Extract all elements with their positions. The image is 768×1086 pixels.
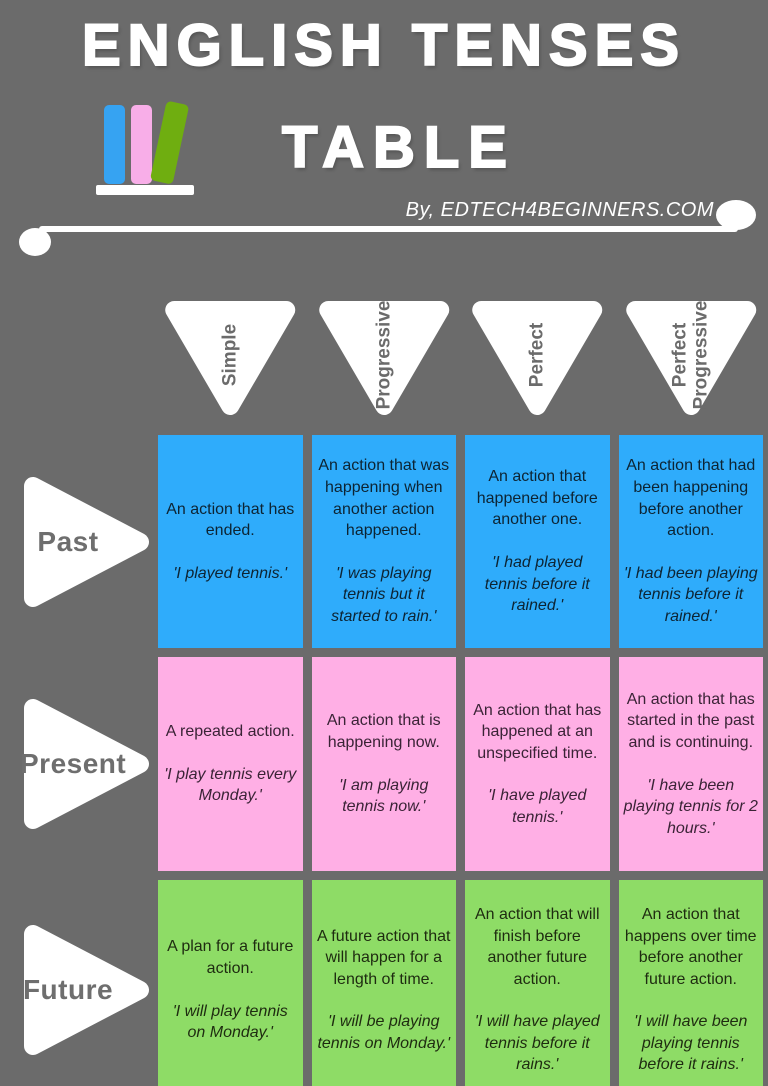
cell-example: 'I will play tennis on Monday.' [172, 1002, 288, 1042]
row-label-present: Present [0, 657, 149, 871]
cell-example: 'I will have been playing tennis before … [634, 1013, 748, 1074]
row-label-text: Present [20, 748, 127, 779]
cell-description: An action that has started in the past a… [626, 690, 755, 751]
row-label-future: Future [0, 880, 149, 1086]
cell-example: 'I had been playing tennis before it rai… [623, 564, 758, 625]
triangle-down-icon [472, 301, 603, 415]
column-headers: Simple Progressive Perfect Perfect Progr… [0, 298, 763, 420]
cell-example: 'I have been playing tennis for 2 hours.… [623, 776, 758, 837]
page-subtitle: TABLE [281, 114, 516, 181]
triangle-down-icon [165, 301, 296, 415]
cell-example: 'I play tennis every Monday.' [164, 765, 297, 805]
cell-example: 'I was playing tennis but it started to … [331, 564, 437, 625]
cell-present-perfect-progressive: An action that has started in the past a… [618, 657, 763, 871]
cell-present-progressive: An action that is happening now. 'I am p… [311, 657, 456, 871]
cell-present-perfect: An action that has happened at an unspec… [465, 657, 610, 871]
cell-example: 'I played tennis.' [173, 564, 288, 582]
triangle-right-icon [24, 476, 149, 607]
triangle-down-icon [625, 301, 756, 415]
cell-description: A future action that will happen for a l… [317, 927, 451, 988]
cell-present-simple: A repeated action. 'I play tennis every … [158, 657, 303, 871]
cell-example: 'I had played tennis before it rained.' [484, 554, 590, 615]
cell-future-simple: A plan for a future action. 'I will play… [158, 880, 303, 1086]
divider-line [19, 200, 756, 256]
tenses-table: Past An action that has ended. 'I played… [0, 435, 763, 1086]
byline: By, EDTECH4BEGINNERS.COM [405, 199, 714, 221]
triangle-down-icon [318, 301, 449, 415]
cell-past-progressive: An action that was happening when anothe… [311, 435, 456, 648]
cell-example: 'I have played tennis.' [488, 787, 587, 826]
cell-description: An action that happens over time before … [624, 905, 757, 988]
cell-description: An action that will finish before anothe… [474, 905, 600, 988]
row-label-text: Future [22, 974, 114, 1005]
cell-example: 'I will be playing tennis on Monday.' [317, 1013, 451, 1052]
cell-example: 'I will have played tennis before it rai… [474, 1013, 600, 1074]
column-header-label: Perfect [526, 323, 548, 388]
cell-example: 'I am playing tennis now.' [339, 776, 429, 816]
triangle-right-icon [24, 699, 149, 829]
cell-description: An action that was happening when anothe… [318, 457, 450, 540]
cell-description: An action that is happening now. [326, 712, 441, 751]
page-title: ENGLISH TENSES [81, 12, 686, 79]
row-label-past: Past [0, 435, 149, 648]
cell-future-perfect-progressive: An action that happens over time before … [618, 880, 763, 1086]
corner-spacer [0, 298, 149, 420]
column-header-label: Perfect Progressive [669, 300, 712, 410]
column-header-perfect-progressive: Perfect Progressive [619, 298, 764, 420]
cell-description: An action that happened before another o… [476, 468, 598, 529]
column-header-progressive: Progressive [312, 298, 457, 420]
cell-description: An action that had been happening before… [626, 457, 756, 540]
row-label-text: Past [37, 525, 99, 557]
cell-past-perfect: An action that happened before another o… [465, 435, 610, 648]
books-icon [96, 101, 194, 195]
cell-description: An action that has happened at an unspec… [473, 701, 602, 762]
cell-description: An action that has ended. [166, 500, 295, 540]
column-header-perfect: Perfect [465, 298, 610, 420]
cell-description: A plan for a future action. [167, 938, 294, 977]
column-header-label: Progressive [373, 300, 395, 410]
cell-past-perfect-progressive: An action that had been happening before… [618, 435, 763, 648]
triangle-right-icon [24, 925, 149, 1055]
cell-past-simple: An action that has ended. 'I played tenn… [158, 435, 303, 648]
column-header-simple: Simple [158, 298, 303, 420]
cell-description: A repeated action. [165, 723, 295, 741]
cell-future-perfect: An action that will finish before anothe… [465, 880, 610, 1086]
column-header-label: Simple [219, 324, 241, 387]
cell-future-progressive: A future action that will happen for a l… [311, 880, 456, 1086]
